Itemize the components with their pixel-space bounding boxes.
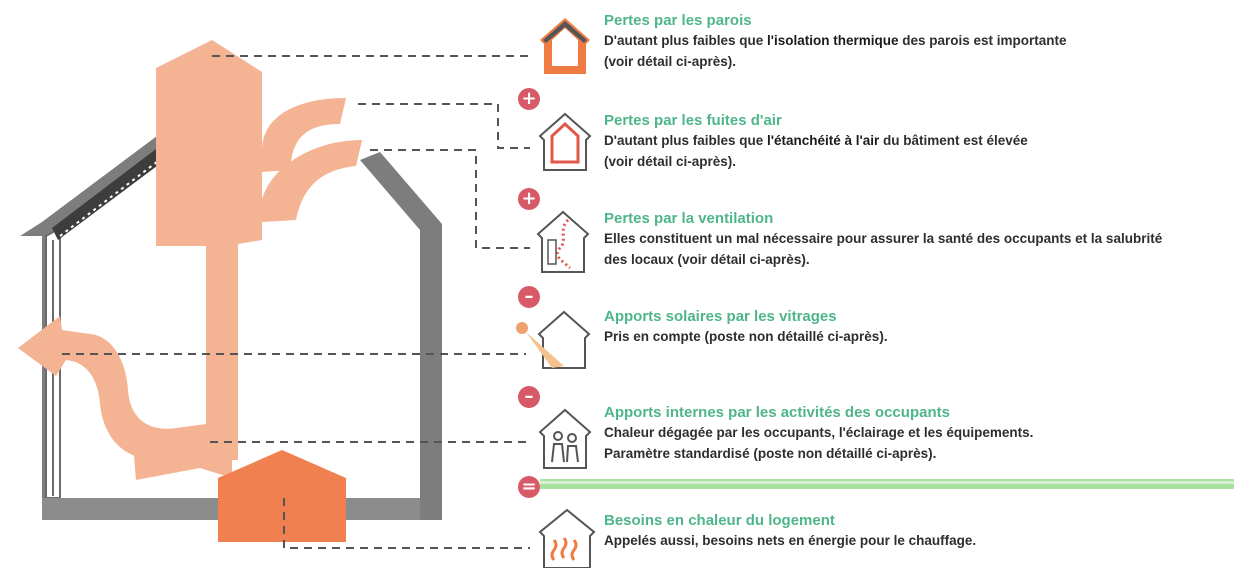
item-description: Pris en compte (poste non détaillé ci-ap…	[604, 329, 888, 344]
house-heating-icon	[538, 508, 596, 568]
item-title: Pertes par les parois	[604, 12, 752, 29]
house-occupants-icon	[538, 408, 592, 469]
heat-flow-internal	[134, 428, 232, 480]
heat-flow-ventilation	[262, 140, 362, 222]
item-description: Appelés aussi, besoins nets en énergie p…	[604, 533, 977, 548]
house-walls-icon	[540, 18, 590, 74]
plus-operator-2: +	[518, 188, 540, 210]
heat-flows	[18, 40, 362, 542]
equals-operator: =	[518, 476, 540, 498]
plus-operator-1: +	[518, 88, 540, 110]
item-description-line2: (voir détail ci-après).	[604, 54, 737, 69]
item-ventilation-losses: Pertes par la ventilation Elles constitu…	[604, 210, 1224, 270]
item-description: Chaleur dégagée par les occupants, l'écl…	[604, 425, 1034, 440]
item-title: Pertes par la ventilation	[604, 210, 774, 227]
item-title: Besoins en chaleur du logement	[604, 512, 835, 529]
connector-lines	[62, 55, 530, 549]
house-ventilation-icon	[536, 210, 590, 273]
item-solar-gains: Apports solaires par les vitrages Pris e…	[604, 308, 1224, 347]
item-title: Pertes par les fuites d'air	[604, 112, 782, 129]
item-description: D'autant plus faibles que l'étanchéité à…	[604, 133, 1028, 148]
item-description-line2: des locaux (voir détail ci-après).	[604, 252, 810, 267]
minus-operator-1: –	[518, 286, 540, 308]
heat-flow-air-leak	[262, 98, 346, 172]
result-line	[540, 479, 1234, 489]
house-air-leak-icon	[538, 112, 592, 171]
item-air-leak-losses: Pertes par les fuites d'air D'autant plu…	[604, 112, 1224, 172]
house-sun-icon	[516, 310, 591, 369]
item-wall-losses: Pertes par les parois D'autant plus faib…	[604, 12, 1224, 72]
item-title: Apports solaires par les vitrages	[604, 308, 837, 325]
item-title: Apports internes par les activités des o…	[604, 404, 950, 421]
item-description-line2: (voir détail ci-après).	[604, 154, 737, 169]
heat-flow-main	[156, 40, 262, 460]
minus-operator-2: –	[518, 386, 540, 408]
heat-flow-solar	[18, 316, 206, 461]
item-heating-needs: Besoins en chaleur du logement Appelés a…	[604, 512, 1224, 551]
item-internal-gains: Apports internes par les activités des o…	[604, 404, 1224, 464]
item-description-line2: Paramètre standardisé (poste non détaill…	[604, 446, 937, 461]
item-description: Elles constituent un mal nécessaire pour…	[604, 231, 1163, 246]
item-description: D'autant plus faibles que l'isolation th…	[604, 33, 1067, 48]
heat-flow-result	[218, 450, 346, 542]
